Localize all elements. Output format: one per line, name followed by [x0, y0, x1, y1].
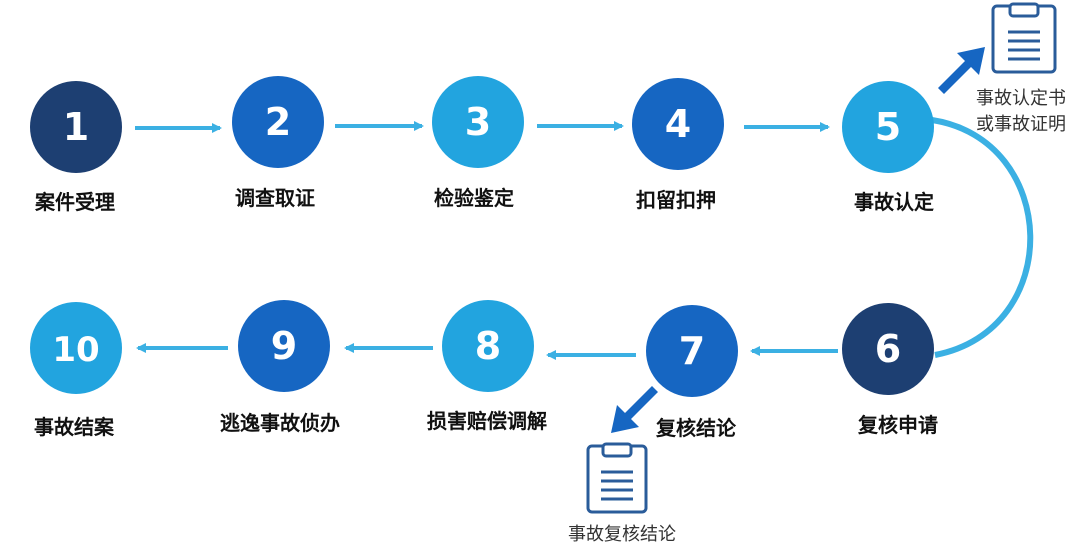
- step-node-2: 2: [232, 76, 324, 168]
- document-label-line: 或事故证明: [976, 114, 1066, 135]
- step-label-1: 案件受理: [35, 190, 115, 214]
- step-label-2: 调查取证: [235, 186, 315, 210]
- step-number: 4: [665, 102, 691, 146]
- step-number: 10: [52, 330, 99, 370]
- document-label-line: 事故认定书: [976, 88, 1066, 109]
- document-label-review-conclusion: 事故复核结论: [552, 522, 692, 548]
- step-label-9: 逃逸事故侦办: [220, 411, 340, 435]
- step-label-10: 事故结案: [34, 415, 114, 439]
- clipboard-icon: [586, 442, 648, 514]
- step-number: 3: [465, 100, 491, 144]
- step-nodes: 1 2 3 4 5 6 7 8 9 10: [30, 76, 934, 397]
- step-label-4: 扣留扣押: [636, 188, 716, 212]
- step-label-6: 复核申请: [858, 413, 938, 437]
- step-node-6: 6: [842, 303, 934, 395]
- step-number: 8: [475, 324, 501, 368]
- clipboard-icon: [991, 2, 1057, 74]
- step-number: 9: [271, 324, 297, 368]
- document-arrow-from-step-5: [938, 47, 985, 94]
- step-label-5: 事故认定: [854, 190, 934, 214]
- step-node-10: 10: [30, 302, 122, 394]
- step-number: 6: [875, 327, 901, 371]
- step-circle: [238, 300, 330, 392]
- step-node-3: 3: [432, 76, 524, 168]
- step-circle: [842, 81, 934, 173]
- step-circle: [232, 76, 324, 168]
- step-number: 1: [63, 105, 89, 149]
- document-label-line: 事故复核结论: [568, 524, 676, 545]
- step-node-9: 9: [238, 300, 330, 392]
- step-number: 2: [265, 100, 291, 144]
- step-label-7: 复核结论: [656, 416, 736, 440]
- step-circle: [30, 81, 122, 173]
- document-arrow-from-step-7: [611, 386, 658, 433]
- step-circle: [442, 300, 534, 392]
- step-node-8: 8: [442, 300, 534, 392]
- step-node-4: 4: [632, 78, 724, 170]
- document-label-accident-certificate: 事故认定书 或事故证明: [962, 86, 1080, 138]
- step-circle: [432, 76, 524, 168]
- step-label-3: 检验鉴定: [434, 186, 514, 210]
- connector-curve-5-6: [931, 117, 1034, 358]
- step-circle: [632, 78, 724, 170]
- step-node-7: 7: [646, 305, 738, 397]
- step-circle: [30, 302, 122, 394]
- step-label-8: 损害赔偿调解: [427, 409, 547, 433]
- step-node-1: 1: [30, 81, 122, 173]
- step-circle: [646, 305, 738, 397]
- step-circle: [842, 303, 934, 395]
- step-number: 7: [679, 329, 705, 373]
- step-node-5: 5: [842, 81, 934, 173]
- step-number: 5: [875, 105, 901, 149]
